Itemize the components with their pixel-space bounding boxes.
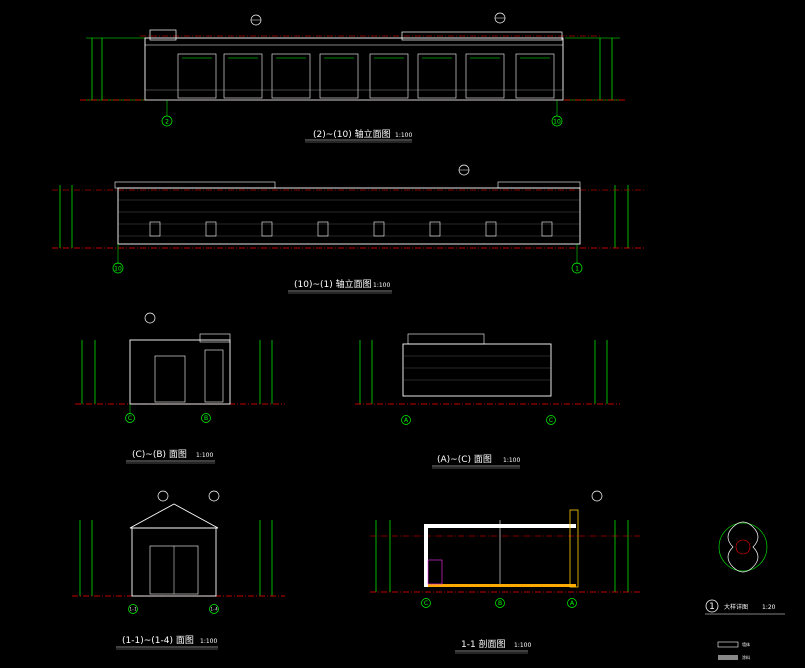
axis-label: 10 — [553, 119, 561, 126]
axis-label: 2 — [165, 119, 169, 126]
axis-label: 1-1 — [129, 607, 137, 612]
legend-label: 墙体 — [742, 641, 750, 647]
detail-number: 1 — [709, 602, 715, 612]
drawing-title: (1-1)~(1-4) 面图 — [122, 635, 194, 646]
drawing-scale: 1:100 — [373, 282, 390, 289]
section-1-1: C B A 1-1 剖面图 1:100 — [370, 490, 640, 654]
elevation-1-1-to-1-4: 1-1 1-4 (1-1)~(1-4) 面图 1:100 — [72, 490, 285, 650]
elevation-10-1: 10 1 (10)~(1) 轴立面图 1:100 — [52, 164, 645, 294]
axis-label: 1-4 — [210, 607, 218, 612]
drawing-title: (C)~(B) 面图 — [132, 449, 187, 460]
drawing-title: 1-1 剖面图 — [461, 638, 506, 650]
detail-scale: 1:20 — [762, 604, 776, 611]
legend-swatch-wall — [717, 641, 739, 648]
drawing-title: (A)~(C) 面图 — [437, 454, 492, 465]
drawing-scale: 1:100 — [200, 638, 217, 645]
legend-swatch-paint — [718, 655, 738, 660]
elevation-a-c: A C (A)~(C) 面图 1:100 — [355, 333, 620, 469]
detail-title: 大样详图 — [724, 603, 748, 611]
axis-label: B — [498, 600, 502, 607]
drawing-title: (10)~(1) 轴立面图 — [294, 278, 372, 290]
detail-number-circle — [705, 599, 719, 613]
drawing-scale: 1:100 — [503, 457, 520, 464]
detail-ornament: 1 大样详图 1:20 — [705, 521, 785, 615]
drawing-scale: 1:100 — [514, 642, 531, 649]
elevation-2-10: 2 10 (2)~(10) 轴立面图 1:100 — [80, 12, 625, 143]
axis-label: C — [549, 417, 553, 424]
drawing-scale: 1:100 — [196, 452, 213, 459]
axis-label: 1 — [575, 266, 579, 273]
axis-label: C — [424, 600, 428, 607]
drawing-title: (2)~(10) 轴立面图 — [313, 128, 391, 140]
legend: 墙体 涂料 — [717, 641, 750, 660]
axis-label: 10 — [114, 266, 122, 273]
axis-label: A — [404, 417, 409, 424]
drawing-scale: 1:100 — [395, 132, 412, 139]
axis-label: A — [570, 600, 575, 607]
legend-label: 涂料 — [742, 654, 750, 660]
axis-label: B — [204, 415, 208, 422]
axis-label: C — [128, 415, 132, 422]
elevation-c-b: C B (C)~(B) 面图 1:100 — [75, 312, 285, 464]
